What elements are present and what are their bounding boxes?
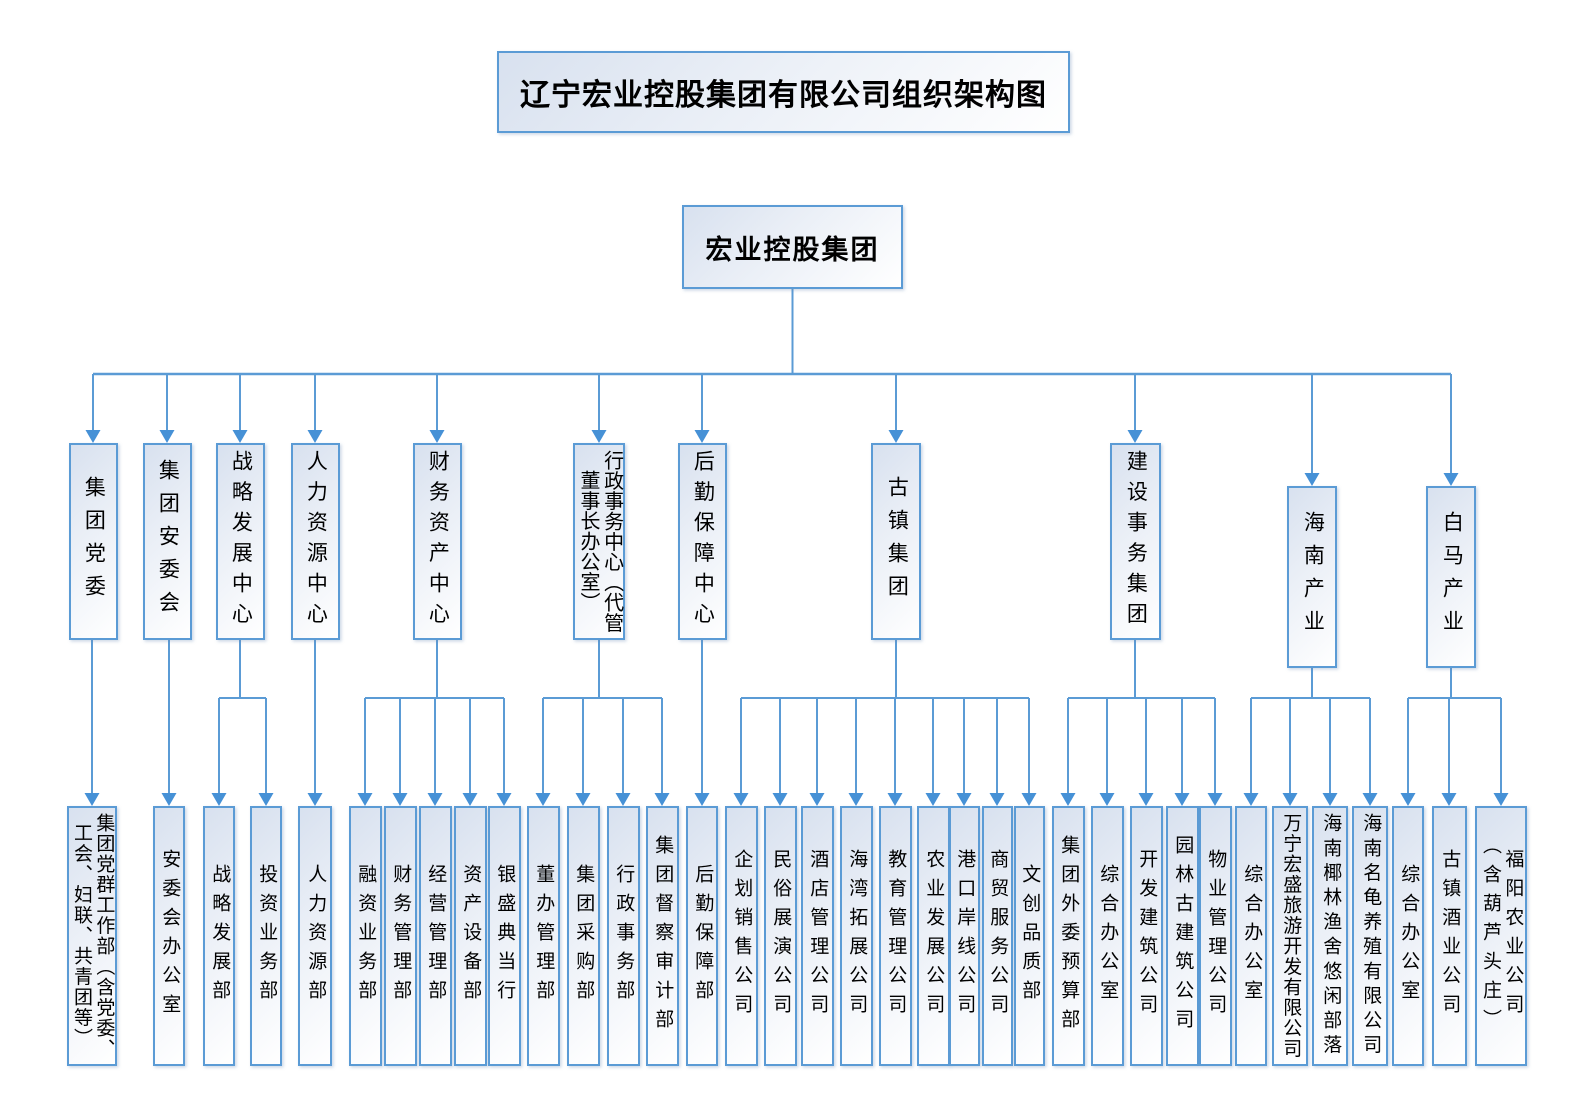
arrowhead-icon [357, 793, 373, 806]
child-node-10-1: 综合办公室 [1235, 806, 1267, 1066]
arrowhead-icon [694, 793, 710, 806]
child-node-11-2: 古镇酒业公司 [1431, 806, 1467, 1066]
branch-node-1: 集团党委 [68, 443, 118, 640]
arrowhead-icon [1400, 793, 1416, 806]
branch-node-10: 海南产业 [1287, 486, 1337, 668]
child-node-11-1: 综合办公室 [1392, 806, 1424, 1066]
arrowhead-icon [1322, 793, 1338, 806]
child-node-9-1: 集团外委预算部 [1051, 806, 1085, 1066]
child-node-6-4: 集团督察审计部 [645, 806, 679, 1066]
arrowhead-icon [1060, 793, 1076, 806]
arrowhead-icon [694, 430, 710, 443]
arrowhead-icon [427, 793, 443, 806]
arrowhead-icon [85, 430, 101, 443]
arrowhead-icon [161, 793, 177, 806]
child-node-5-3: 经营管理部 [418, 806, 452, 1066]
arrowhead-icon [1099, 793, 1115, 806]
arrowhead-icon [888, 430, 904, 443]
child-node-9-2: 综合办公室 [1090, 806, 1124, 1066]
child-node-3-1: 战略发展部 [203, 806, 235, 1066]
child-node-3-2: 投资业务部 [250, 806, 282, 1066]
child-node-6-1: 董办管理部 [526, 806, 560, 1066]
child-node-11-3: 福阳农业公司 （含葫芦头庄） [1475, 806, 1527, 1066]
arrowhead-icon [1443, 473, 1459, 486]
child-node-8-2: 民俗展演公司 [763, 806, 797, 1066]
arrowhead-icon [232, 430, 248, 443]
child-node-1-1: 集团党群工作部（含党委、 工会、妇联、共青团等） [67, 806, 117, 1066]
arrowhead-icon [307, 430, 323, 443]
child-node-6-3: 行政事务部 [606, 806, 640, 1066]
child-node-8-9: 文创品质部 [1013, 806, 1045, 1066]
arrowhead-icon [307, 793, 323, 806]
arrowhead-icon [887, 793, 903, 806]
arrowhead-icon [535, 793, 551, 806]
arrowhead-icon [1138, 793, 1154, 806]
arrowhead-icon [496, 793, 512, 806]
arrowhead-icon [989, 793, 1005, 806]
branch-node-5: 财务资产中心 [412, 443, 462, 640]
arrowhead-icon [772, 793, 788, 806]
arrowhead-icon [809, 793, 825, 806]
arrowhead-icon [1304, 473, 1320, 486]
arrowhead-icon [925, 793, 941, 806]
child-node-9-3: 开发建筑公司 [1129, 806, 1163, 1066]
branch-node-3: 战略发展中心 [215, 443, 265, 640]
child-node-2-1: 安委会办公室 [153, 806, 185, 1066]
chart-title: 辽宁宏业控股集团有限公司组织架构图 [497, 51, 1070, 133]
child-node-5-5: 银盛典当行 [487, 806, 521, 1066]
child-node-7-1: 后勤保障部 [686, 806, 718, 1066]
child-node-10-2: 万宁宏盛旅游开发有限公司 [1272, 806, 1308, 1066]
child-node-8-1: 企划销售公司 [724, 806, 758, 1066]
arrowhead-icon [1243, 793, 1259, 806]
child-node-8-8: 商贸服务公司 [981, 806, 1013, 1066]
child-node-6-2: 集团采购部 [566, 806, 600, 1066]
branch-node-9: 建设事务集团 [1109, 443, 1161, 640]
branch-node-2: 集团安委会 [142, 443, 192, 640]
branch-node-4: 人力资源中心 [290, 443, 340, 640]
child-node-5-2: 财务管理部 [383, 806, 417, 1066]
child-node-4-1: 人力资源部 [298, 806, 332, 1066]
arrowhead-icon [462, 793, 478, 806]
arrowhead-icon [956, 793, 972, 806]
arrowhead-icon [211, 793, 227, 806]
child-node-8-6: 农业发展公司 [916, 806, 950, 1066]
child-node-9-5: 物业管理公司 [1198, 806, 1232, 1066]
arrowhead-icon [1021, 793, 1037, 806]
child-node-5-4: 资产设备部 [453, 806, 487, 1066]
arrowhead-icon [1441, 793, 1457, 806]
arrowhead-icon [258, 793, 274, 806]
arrowhead-icon [654, 793, 670, 806]
branch-node-8: 古镇集团 [871, 443, 921, 640]
arrowhead-icon [429, 430, 445, 443]
child-node-5-1: 融资业务部 [348, 806, 382, 1066]
child-node-8-5: 教育管理公司 [878, 806, 912, 1066]
arrowhead-icon [848, 793, 864, 806]
arrowhead-icon [392, 793, 408, 806]
arrowhead-icon [1174, 793, 1190, 806]
branch-node-6: 行政事务中心（代管 董事长办公室） [573, 443, 625, 640]
arrowhead-icon [1362, 793, 1378, 806]
arrowhead-icon [591, 430, 607, 443]
arrowhead-icon [84, 793, 100, 806]
branch-node-11: 白马产业 [1426, 486, 1476, 668]
arrowhead-icon [1207, 793, 1223, 806]
root-node: 宏业控股集团 [682, 205, 903, 289]
arrowhead-icon [1127, 430, 1143, 443]
arrowhead-icon [159, 430, 175, 443]
branch-node-7: 后勤保障中心 [677, 443, 727, 640]
arrowhead-icon [615, 793, 631, 806]
arrowhead-icon [1493, 793, 1509, 806]
arrowhead-icon [1282, 793, 1298, 806]
child-node-10-4: 海南名龟养殖有限公司 [1352, 806, 1388, 1066]
child-node-8-3: 酒店管理公司 [800, 806, 834, 1066]
child-node-10-3: 海南椰林渔舍悠闲部落 [1312, 806, 1348, 1066]
child-node-8-4: 海湾拓展公司 [839, 806, 873, 1066]
arrowhead-icon [733, 793, 749, 806]
arrowhead-icon [575, 793, 591, 806]
child-node-9-4: 园林古建筑公司 [1165, 806, 1199, 1066]
child-node-8-7: 港口岸线公司 [948, 806, 980, 1066]
